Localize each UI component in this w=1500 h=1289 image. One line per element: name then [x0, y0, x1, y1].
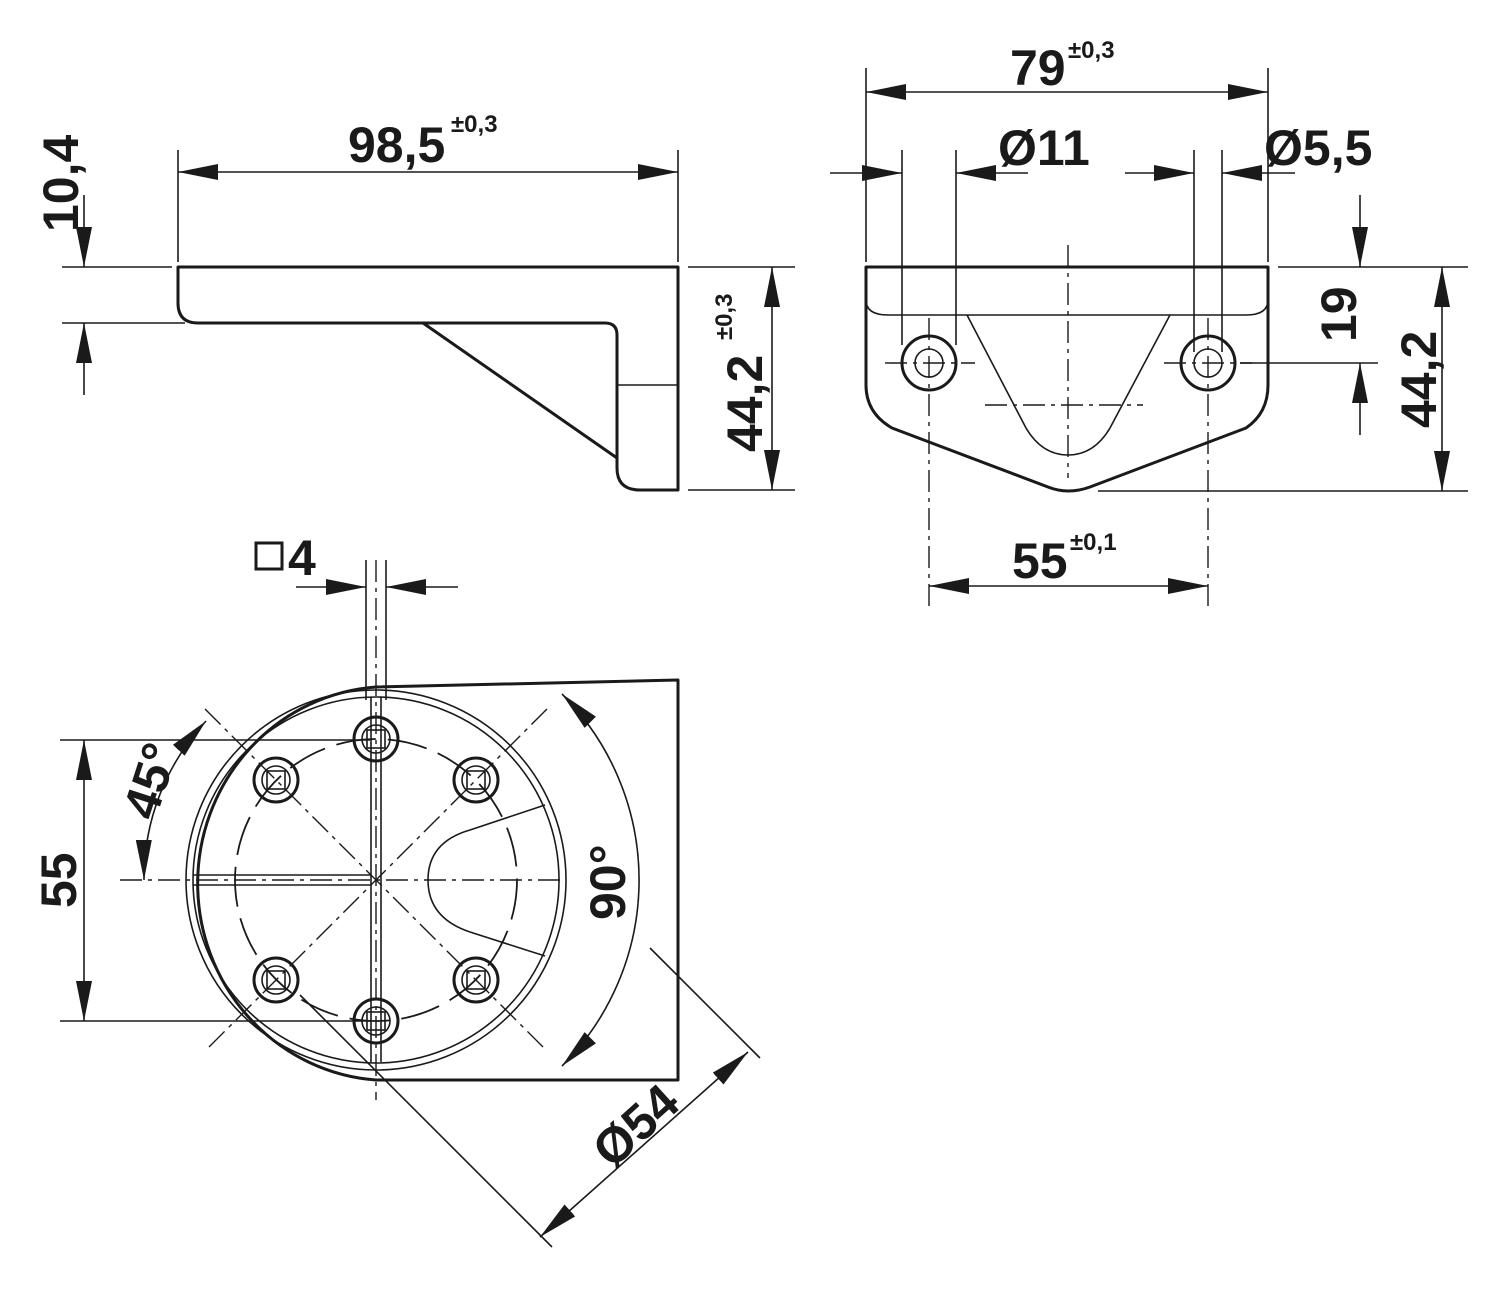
- hole-dimension: Ø5,5: [1264, 120, 1372, 176]
- bolt-upper-left: [252, 756, 300, 804]
- front-height-dimension: 44,2: [1391, 331, 1447, 428]
- side-view-outline: [176, 265, 680, 492]
- width-tolerance: ±0,3: [1068, 37, 1115, 64]
- pitch-dimension: 55: [31, 852, 87, 908]
- flange-dimension: 10,4: [33, 134, 89, 232]
- bottom-view-outline: [196, 678, 680, 1082]
- length-dimension: 98,5: [348, 117, 445, 173]
- bolt-top: [352, 715, 400, 763]
- bolt-upper-right: [452, 756, 500, 804]
- width-dimension: 79: [1010, 40, 1066, 96]
- square-symbol-icon: [254, 541, 284, 571]
- side-view-rib: [422, 321, 618, 460]
- circle-dimension: Ø54: [582, 1073, 690, 1178]
- bolt-lower-right: [452, 956, 500, 1004]
- height-tolerance: ±0,3: [711, 293, 738, 340]
- front-view-outline: [864, 265, 1270, 493]
- angle-large-arc: [561, 693, 640, 1067]
- circle-dimension-line: [539, 1051, 749, 1238]
- counterbore-dimension: Ø11: [998, 120, 1090, 176]
- angle-small-dimension: 45°: [112, 736, 189, 825]
- hole-height-dimension: 19: [1311, 286, 1367, 342]
- spacing-dimension: 55: [1012, 533, 1068, 589]
- square-dimension: 4: [288, 530, 316, 586]
- front-view: 79 ±0,3 Ø11 Ø5,5 19 44,2 55 ±0,1: [830, 37, 1468, 608]
- bolt-lower-left: [252, 956, 300, 1004]
- bottom-view: 4 55 45° 90° Ø54: [31, 530, 761, 1248]
- front-view-flange: [865, 267, 1269, 316]
- height-dimension: 44,2: [717, 355, 773, 452]
- length-tolerance: ±0,3: [451, 111, 498, 138]
- spacing-tolerance: ±0,1: [1070, 529, 1117, 556]
- angle-large-dimension: 90°: [580, 844, 636, 920]
- side-view: 98,5 ±0,3 10,4 44,2 ±0,3: [33, 111, 795, 492]
- angle-small-arc: [135, 720, 207, 881]
